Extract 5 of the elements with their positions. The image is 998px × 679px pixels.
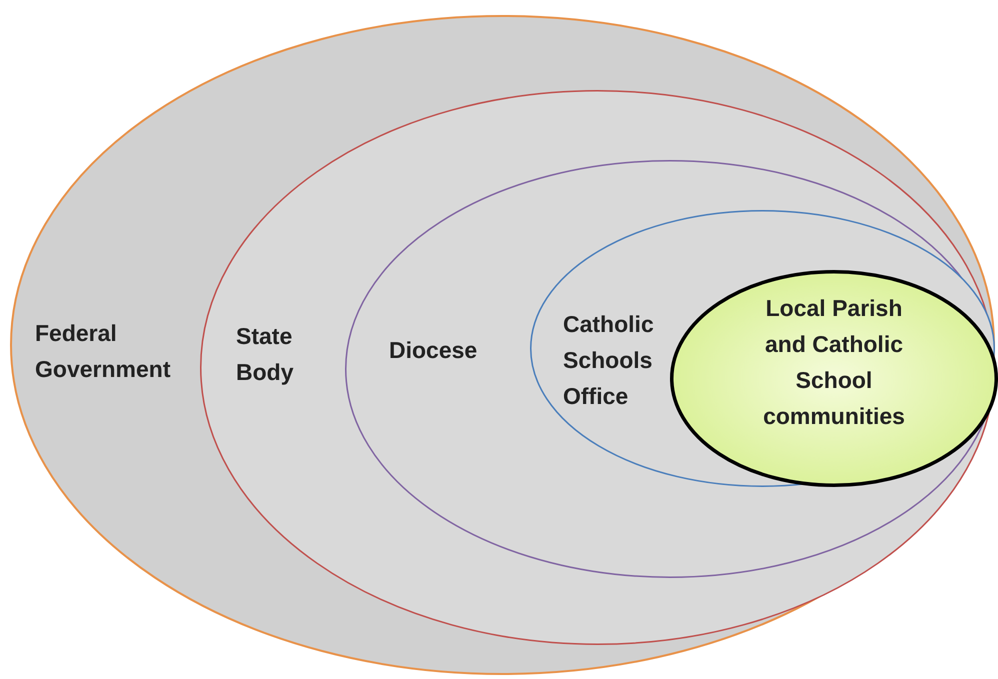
region-label: Federal Government <box>35 319 172 384</box>
region-label: Diocese <box>389 336 478 365</box>
region-label: State Body <box>236 322 294 387</box>
region-label: Catholic Schools Office <box>563 310 655 411</box>
region-label: Local Parish and Catholic School communities <box>762 294 906 431</box>
